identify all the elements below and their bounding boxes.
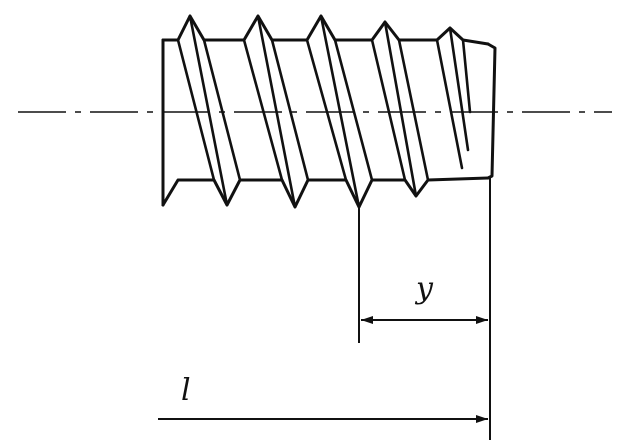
thread-helix-lines [176,14,472,209]
screw-right-end [486,42,497,180]
screw-body [161,14,497,209]
screw-bottom-profile [161,176,490,209]
label-y: y [414,271,434,306]
label-l: l [181,373,191,408]
